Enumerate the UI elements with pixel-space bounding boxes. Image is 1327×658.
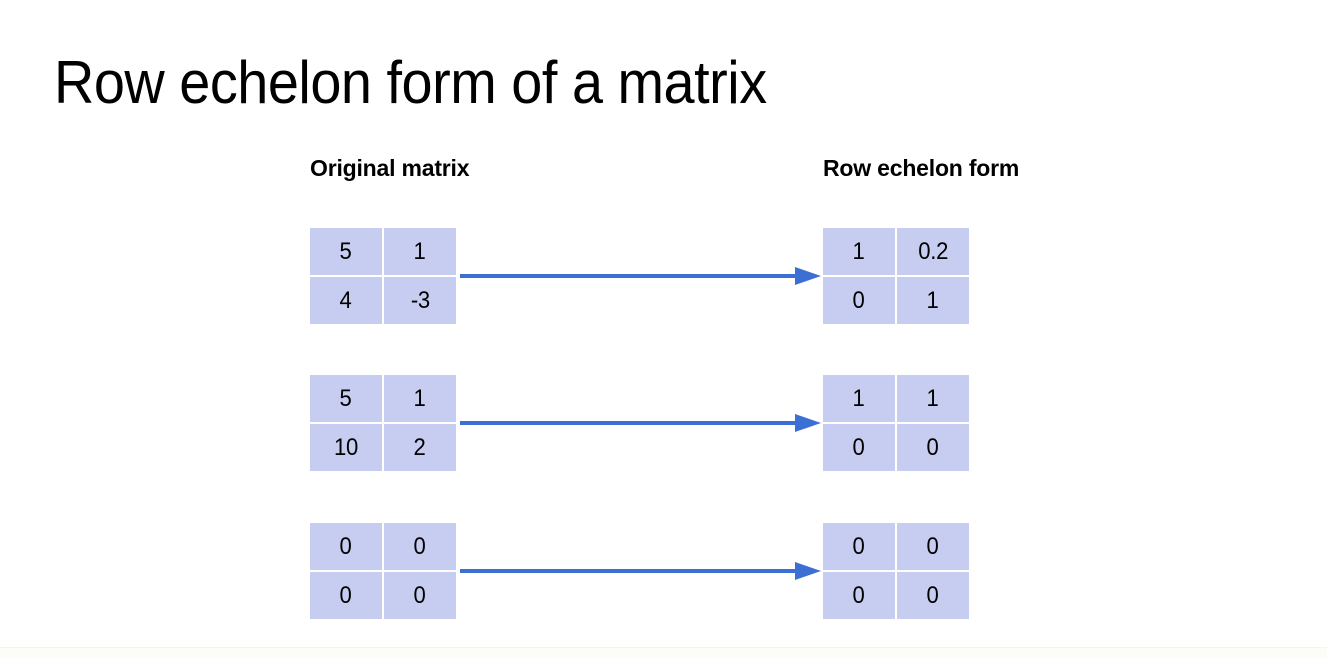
column-header-original-matrix: Original matrix (310, 155, 470, 181)
matrix-cell: 0 (823, 424, 895, 471)
matrix-cell: 5 (310, 375, 382, 422)
matrix-cell-value: 0 (413, 532, 427, 560)
matrix-cell: 0 (384, 572, 456, 619)
matrix-cell: 0 (897, 572, 969, 619)
matrix-cell: 1 (384, 228, 456, 275)
matrix-cell-value: 0 (852, 532, 866, 560)
matrix-cell: 0 (384, 523, 456, 570)
matrix-example-row: 0 0 0 0 0 0 0 0 (0, 523, 1327, 619)
transform-arrow-icon (459, 559, 821, 583)
matrix-cell-value: 0 (852, 286, 866, 314)
matrix-cell-value: 0 (339, 532, 353, 560)
matrix-cell: 1 (897, 375, 969, 422)
matrix-cell: 0 (897, 424, 969, 471)
matrix-cell-value: -3 (410, 286, 430, 314)
matrix-cell: 0 (310, 523, 382, 570)
matrix-cell-value: 1 (926, 384, 940, 412)
matrix-cell: 0 (823, 523, 895, 570)
matrix-cell: 0 (897, 523, 969, 570)
matrix-example-row: 5 1 10 2 1 1 0 0 (0, 375, 1327, 471)
transform-arrow-icon (459, 411, 821, 435)
column-header-row-echelon-form: Row echelon form (823, 155, 1020, 181)
matrix-cell-value: 1 (413, 237, 427, 265)
matrix-cell-value: 10 (333, 433, 359, 461)
matrix-cell: -3 (384, 277, 456, 324)
original-matrix: 5 1 4 -3 (310, 228, 456, 324)
matrix-cell: 0 (823, 572, 895, 619)
row-echelon-matrix: 1 1 0 0 (823, 375, 969, 471)
slide-bottom-strip (0, 647, 1327, 658)
matrix-cell-value: 1 (852, 384, 866, 412)
matrix-cell-value: 4 (339, 286, 353, 314)
matrix-cell: 0 (310, 572, 382, 619)
matrix-cell-value: 0 (926, 433, 940, 461)
matrix-example-row: 5 1 4 -3 1 0.2 0 1 (0, 228, 1327, 324)
page-title: Row echelon form of a matrix (54, 49, 767, 116)
matrix-cell-value: 1 (926, 286, 940, 314)
matrix-cell: 4 (310, 277, 382, 324)
matrix-cell-value: 2 (413, 433, 427, 461)
matrix-cell: 1 (384, 375, 456, 422)
row-echelon-matrix: 0 0 0 0 (823, 523, 969, 619)
matrix-cell-value: 5 (339, 384, 353, 412)
matrix-cell-value: 1 (852, 237, 866, 265)
matrix-cell: 0.2 (897, 228, 969, 275)
matrix-cell: 5 (310, 228, 382, 275)
original-matrix: 0 0 0 0 (310, 523, 456, 619)
row-echelon-matrix: 1 0.2 0 1 (823, 228, 969, 324)
matrix-cell: 1 (823, 228, 895, 275)
matrix-cell: 1 (823, 375, 895, 422)
matrix-cell: 1 (897, 277, 969, 324)
matrix-cell-value: 0 (926, 532, 940, 560)
matrix-cell-value: 1 (413, 384, 427, 412)
matrix-cell-value: 0.2 (918, 237, 948, 265)
matrix-cell-value: 5 (339, 237, 353, 265)
original-matrix: 5 1 10 2 (310, 375, 456, 471)
matrix-cell-value: 0 (339, 581, 353, 609)
transform-arrow-icon (459, 264, 821, 288)
matrix-cell: 2 (384, 424, 456, 471)
matrix-cell-value: 0 (852, 581, 866, 609)
matrix-cell: 10 (310, 424, 382, 471)
matrix-cell-value: 0 (852, 433, 866, 461)
matrix-cell: 0 (823, 277, 895, 324)
matrix-cell-value: 0 (413, 581, 427, 609)
matrix-cell-value: 0 (926, 581, 940, 609)
